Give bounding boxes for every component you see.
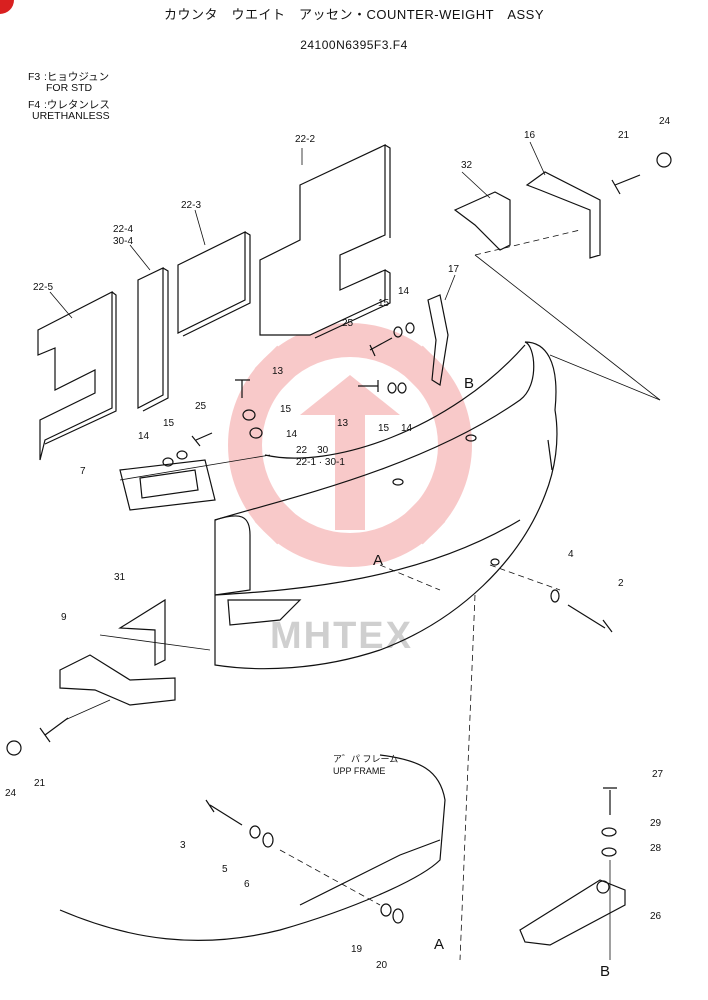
part-25-bolt xyxy=(369,337,393,357)
part-number: 24100N6395F3.F4 xyxy=(300,38,408,52)
callout-9: 9 xyxy=(61,612,67,623)
callout-26: 26 xyxy=(650,911,662,922)
callout-7: 7 xyxy=(80,466,86,477)
frame-label-en: UPP FRAME xyxy=(333,766,385,776)
callout-5: 5 xyxy=(222,864,228,875)
legend-f4: F4:ウレタンレス URETHANLESS xyxy=(28,100,110,122)
part-22-3-urethane xyxy=(177,231,251,337)
part-17-bracket xyxy=(427,294,449,386)
callout-14-b: 14 xyxy=(286,429,298,440)
legend-f3-jp: :ヒョウジュン xyxy=(44,71,110,83)
callout-2: 2 xyxy=(618,578,624,589)
part-24-cap-bottom xyxy=(6,740,22,756)
callout-13-b: 13 xyxy=(337,418,349,429)
callout-15-d: 15 xyxy=(163,418,175,429)
callout-24-top: 24 xyxy=(659,116,671,127)
legend-f4-code: F4 xyxy=(28,99,41,111)
callout-29: 29 xyxy=(650,818,662,829)
part-22-4-urethane xyxy=(137,267,169,412)
part-32-bracket xyxy=(453,191,511,251)
part-31-bracket xyxy=(118,598,166,666)
part-27-bolt xyxy=(603,787,617,815)
callout-17: 17 xyxy=(448,264,460,275)
callout-27: 27 xyxy=(652,769,664,780)
callout-22-2: 22-2 xyxy=(295,134,315,145)
part-22-5-urethane xyxy=(37,291,113,461)
watermark-text: MHTEX xyxy=(270,615,413,657)
callout-letter-b-bottom: B xyxy=(600,963,610,980)
legend-f4-jp: :ウレタンレス xyxy=(44,99,110,111)
callout-6: 6 xyxy=(244,879,250,890)
callout-22-4: 22-4 xyxy=(113,224,133,235)
legend-f3: F3:ヒョウジュン FOR STD xyxy=(28,72,109,94)
callout-31: 31 xyxy=(114,572,126,583)
callout-22-3: 22-3 xyxy=(181,200,201,211)
callout-21-bottom: 21 xyxy=(34,778,46,789)
part-3-bolt xyxy=(205,799,243,826)
callout-15-a: 15 xyxy=(378,298,390,309)
callout-3: 3 xyxy=(180,840,186,851)
counterweight-body xyxy=(214,341,558,670)
part-9-bracket xyxy=(59,654,176,706)
callout-22-30: 22 30 xyxy=(296,445,329,456)
callout-25-b: 25 xyxy=(195,401,207,412)
callout-14-a: 14 xyxy=(398,286,410,297)
legend-f3-code: F3 xyxy=(28,71,41,83)
callout-21-top: 21 xyxy=(618,130,630,141)
part-2-bolt xyxy=(567,604,613,633)
legend-f4-en: URETHANLESS xyxy=(32,110,110,122)
callout-14-c: 14 xyxy=(401,423,413,434)
callout-16: 16 xyxy=(524,130,536,141)
callout-14-d: 14 xyxy=(138,431,150,442)
callout-30-4: 30-4 xyxy=(113,236,133,247)
page-title: カウンタ ウエイト アッセン・COUNTER-WEIGHT ASSY xyxy=(163,7,545,22)
part-24-cap-top xyxy=(656,152,672,168)
callout-25-a: 25 xyxy=(342,318,354,329)
callout-32: 32 xyxy=(461,160,473,171)
callout-20: 20 xyxy=(376,960,388,971)
callout-24-bottom: 24 xyxy=(5,788,17,799)
part-26-bracket xyxy=(519,879,626,946)
callout-15-c: 15 xyxy=(378,423,390,434)
upper-frame xyxy=(59,754,446,941)
callout-letter-a-bottom: A xyxy=(434,936,444,953)
callout-22-1-30-1: 22-1 · 30-1 xyxy=(296,457,345,468)
callout-13-a: 13 xyxy=(272,366,284,377)
callout-22-5: 22-5 xyxy=(33,282,53,293)
callout-4: 4 xyxy=(568,549,574,560)
callout-19: 19 xyxy=(351,944,363,955)
frame-label-jp: ア゛パ フレーム xyxy=(333,754,398,764)
callout-15-b: 15 xyxy=(280,404,292,415)
part-21-bolt-top xyxy=(611,174,641,195)
callout-letter-a-mid: A xyxy=(373,552,383,569)
part-7-plate xyxy=(119,459,216,511)
part-16-bracket xyxy=(525,171,601,259)
legend-f3-en: FOR STD xyxy=(46,82,93,94)
callout-letter-b-top: B xyxy=(464,375,474,392)
part-21-bolt-bottom xyxy=(39,717,69,743)
callout-28: 28 xyxy=(650,843,662,854)
part-22-2-urethane xyxy=(259,144,386,336)
